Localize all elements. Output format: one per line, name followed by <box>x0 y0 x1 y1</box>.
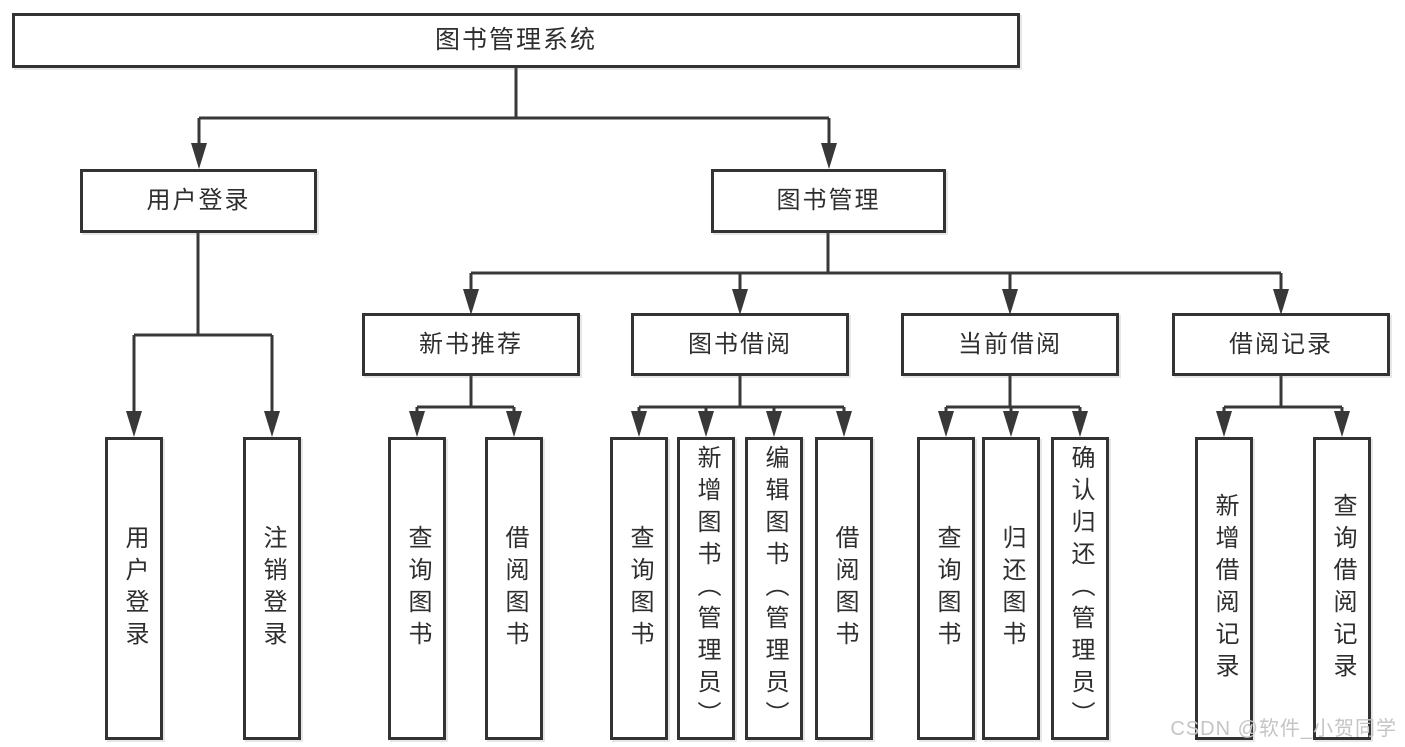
node-book-borrow: 图书借阅 <box>631 313 849 376</box>
leaf-current-query: 查询图书 <box>917 437 975 740</box>
node-current-borrow-label: 当前借阅 <box>958 330 1062 358</box>
leaf-current-confirm-admin-label: 确认归还（管理员） <box>1067 444 1094 733</box>
leaf-borrow-add-admin: 新增图书（管理员） <box>677 437 735 740</box>
leaf-borrow-edit-admin: 编辑图书（管理员） <box>745 437 803 740</box>
leaf-current-return-label: 归还图书 <box>998 524 1025 653</box>
leaf-borrow-borrow-label: 借阅图书 <box>831 524 858 653</box>
node-borrow-records: 借阅记录 <box>1172 313 1390 376</box>
leaf-current-return: 归还图书 <box>982 437 1040 740</box>
leaf-borrow-borrow: 借阅图书 <box>815 437 873 740</box>
csdn-watermark: CSDN @软件_小贺同学 <box>1170 718 1397 740</box>
leaf-borrow-edit-admin-label: 编辑图书（管理员） <box>761 444 788 733</box>
leaf-borrow-query: 查询图书 <box>610 437 668 740</box>
node-book-management-label: 图书管理 <box>776 187 881 214</box>
leaf-user-login-label: 用户登录 <box>121 524 148 653</box>
leaf-newbooks-borrow: 借阅图书 <box>485 437 543 740</box>
node-user-login-label: 用户登录 <box>146 187 251 214</box>
leaf-user-login: 用户登录 <box>105 437 163 740</box>
leaf-newbooks-query: 查询图书 <box>388 437 446 740</box>
leaf-records-query: 查询借阅记录 <box>1313 437 1371 740</box>
node-library-system-label: 图书管理系统 <box>434 26 597 54</box>
leaf-borrow-query-label: 查询图书 <box>626 524 653 653</box>
leaf-current-confirm-admin: 确认归还（管理员） <box>1051 437 1109 740</box>
node-book-management: 图书管理 <box>711 169 946 233</box>
leaf-logout: 注销登录 <box>243 437 301 740</box>
node-new-book-recommend-label: 新书推荐 <box>419 330 523 358</box>
node-library-system: 图书管理系统 <box>12 13 1020 68</box>
leaf-borrow-add-admin-label: 新增图书（管理员） <box>693 444 720 733</box>
node-borrow-records-label: 借阅记录 <box>1229 330 1333 358</box>
node-new-book-recommend: 新书推荐 <box>362 313 580 376</box>
node-user-login: 用户登录 <box>80 169 317 233</box>
leaf-records-add: 新增借阅记录 <box>1195 437 1253 740</box>
leaf-current-query-label: 查询图书 <box>933 524 960 653</box>
node-book-borrow-label: 图书借阅 <box>688 330 792 358</box>
node-current-borrow: 当前借阅 <box>901 313 1119 376</box>
leaf-logout-label: 注销登录 <box>259 524 286 653</box>
leaf-newbooks-borrow-label: 借阅图书 <box>501 524 528 653</box>
arrowheads <box>126 143 1350 437</box>
leaf-newbooks-query-label: 查询图书 <box>404 524 431 653</box>
leaf-records-add-label: 新增借阅记录 <box>1211 492 1238 685</box>
leaf-records-query-label: 查询借阅记录 <box>1329 492 1356 685</box>
